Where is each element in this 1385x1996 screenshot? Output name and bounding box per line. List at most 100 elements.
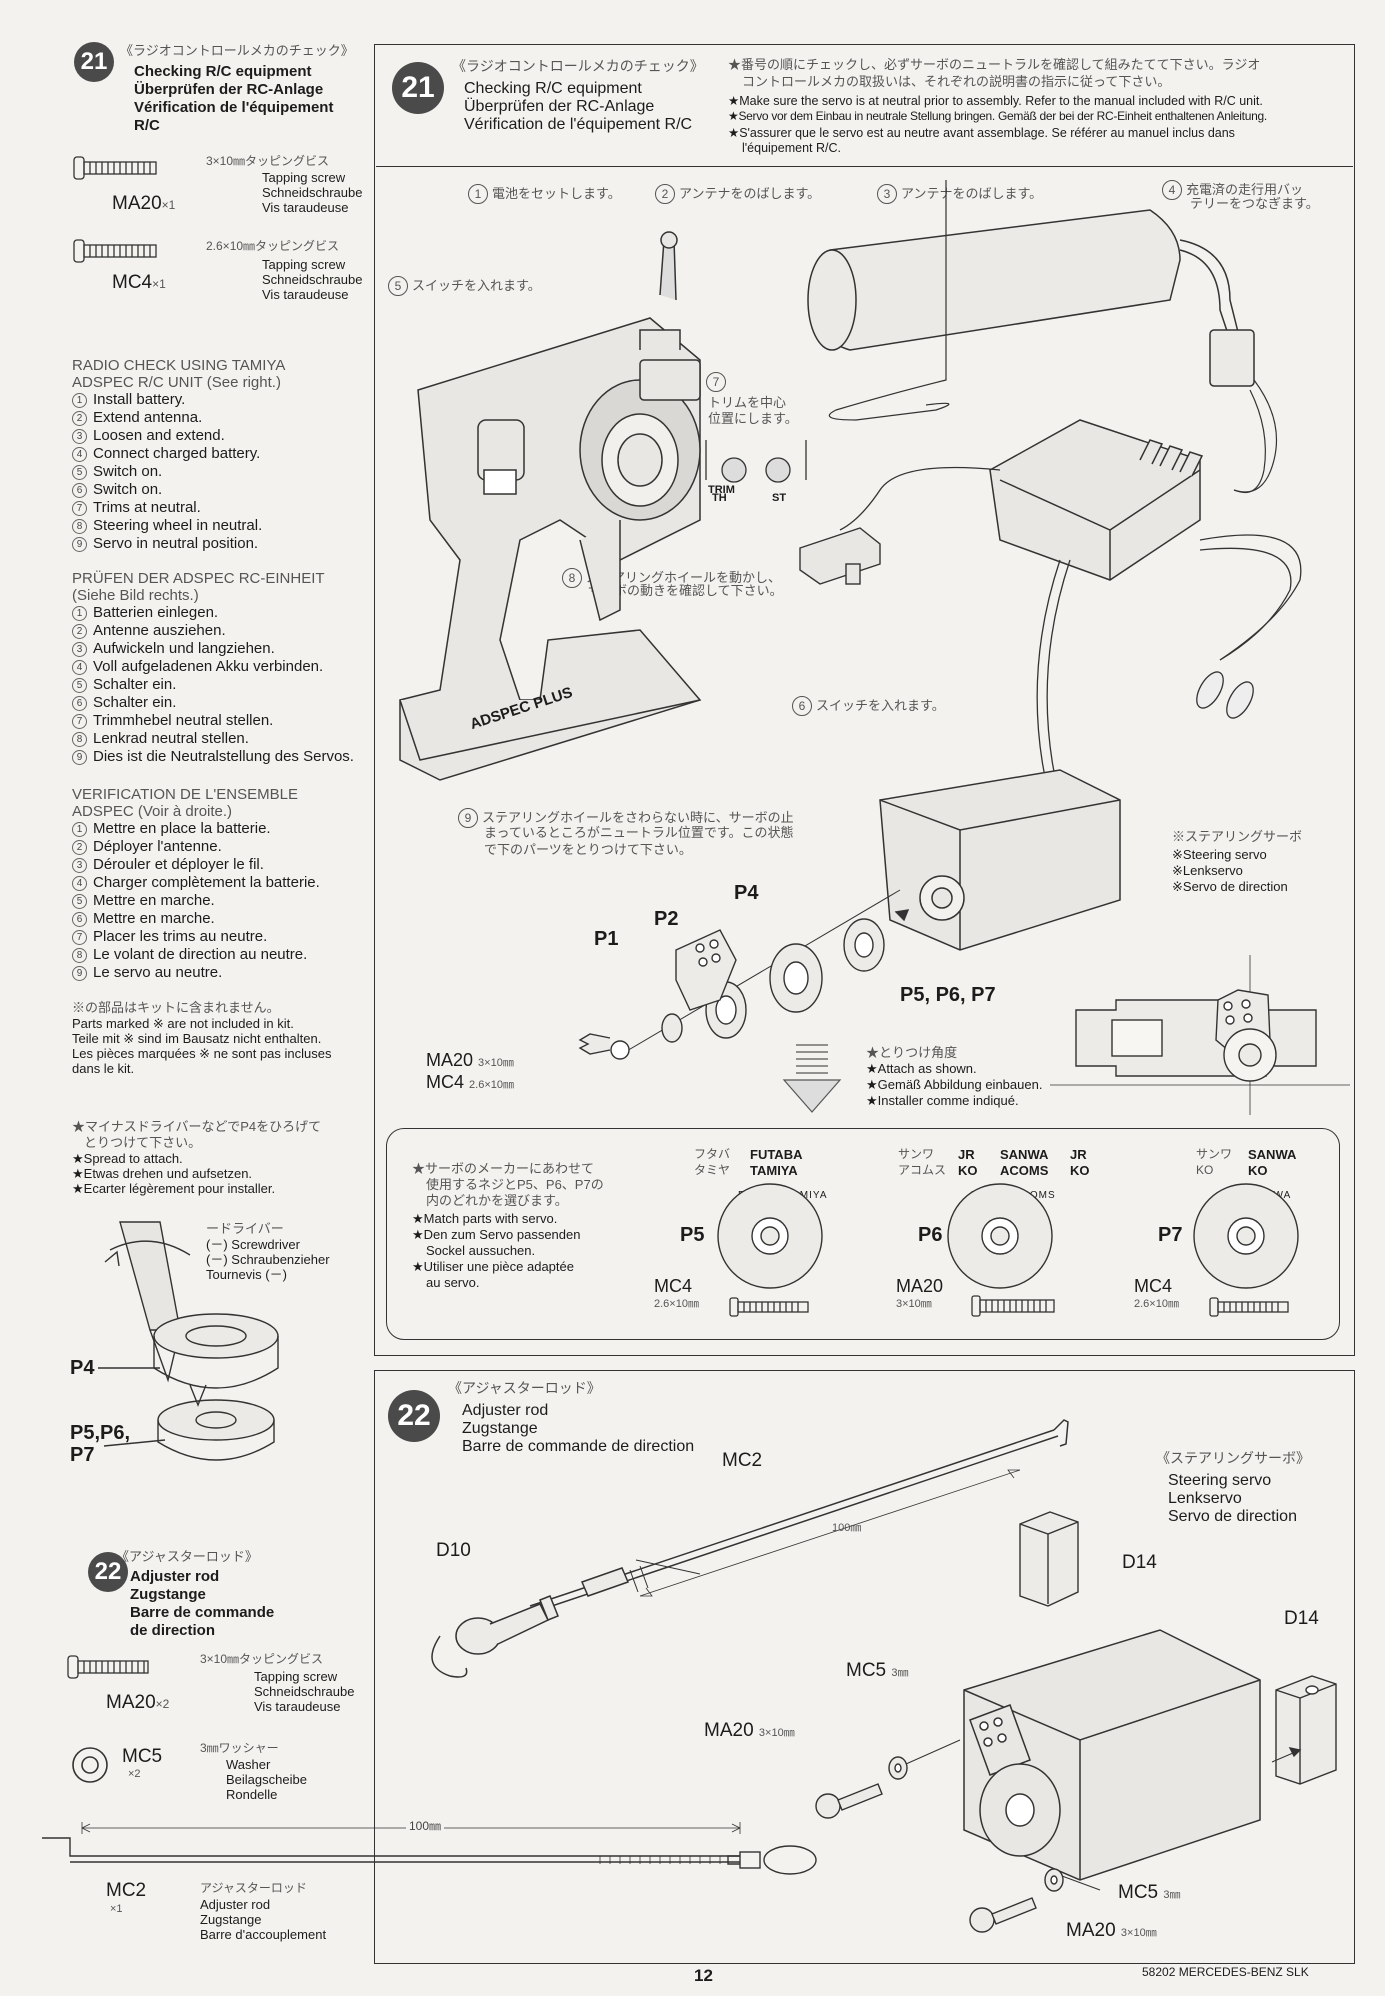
list-text: Servo in neutral position. [93, 535, 259, 552]
step-22-badge: 22 [388, 1390, 440, 1442]
servo-label-en: ※Steering servo [1172, 847, 1267, 862]
match-en: ★Match parts with servo. [412, 1211, 558, 1226]
note-de: ★Servo vor dem Einbau in neutrale Stellu… [728, 109, 1267, 123]
screw-mc4-label: MC4 2.6×10㎜ [426, 1072, 514, 1092]
opt7-screw: MC4 [1134, 1276, 1173, 1296]
part-p567: P5, P6, P7 [900, 984, 996, 1006]
list-text: Aufwickeln und langziehen. [93, 640, 275, 657]
label-p4-left: P4 [70, 1357, 95, 1379]
angle-fr: ★Installer comme indiqué. [866, 1093, 1019, 1108]
opt5-dim: 2.6×10㎜ [654, 1298, 699, 1310]
list-number: 9 [72, 750, 87, 765]
list-text: Charger complètement la batterie. [93, 874, 320, 891]
list-number: 4 [72, 447, 87, 462]
radio-check-section: RADIO CHECK USING TAMIYA ADSPEC R/C UNIT… [72, 357, 285, 553]
list-text: Mettre en marche. [93, 910, 215, 927]
opt7-dim: 2.6×10㎜ [1134, 1298, 1179, 1310]
list-text: Placer les trims au neutre. [93, 928, 268, 945]
list-number: 2 [72, 840, 87, 855]
screw-ma20-label: MA20 3×10㎜ [426, 1050, 514, 1070]
opt5-part: P5 [680, 1224, 705, 1246]
list-number: 7 [72, 930, 87, 945]
note-fr1: ★S'assurer que le servo est au neutre av… [728, 126, 1235, 140]
screw2-jp: 2.6×10㎜タッピングビス [206, 239, 340, 253]
servo-label-de: ※Lenkservo [1172, 863, 1243, 878]
s22-mc5a-label: MC5 3㎜ [846, 1660, 909, 1681]
step-21-de-left: Überprüfen der RC-Anlage [134, 81, 324, 98]
opt6-jp1: サンワ [898, 1147, 935, 1161]
note-jp2: コントロールメカの取扱いは、それぞれの説明書の指示に従って下さい。 [742, 74, 1171, 89]
list-number: 9 [72, 966, 87, 981]
opt7-jp1: サンワ [1196, 1147, 1233, 1161]
list-text: Dies ist die Neutralstellung des Servos. [93, 748, 354, 765]
opt6-dim: 3×10㎜ [896, 1298, 932, 1310]
list-number: 3 [72, 858, 87, 873]
list-number: 7 [72, 714, 87, 729]
step-21-jp-left: 《ラジオコントロールメカのチェック》 [120, 43, 354, 58]
screw3-jp: 3×10㎜タッピングビス [200, 1652, 324, 1666]
step-21-panel [374, 44, 1355, 1356]
callout-7b: 位置にします。 [708, 411, 798, 426]
list-text: Le volant de direction au neutre. [93, 946, 308, 963]
rod-dim-left: 100㎜ [406, 1819, 445, 1834]
screw2-de: Schneidschraube [262, 272, 363, 287]
label-p567-left-b: P7 [70, 1444, 95, 1466]
list-text: Switch on. [93, 481, 163, 498]
step-21-fr2-left: R/C [134, 117, 160, 134]
list-number: 8 [72, 732, 87, 747]
washer-de: Beilagscheibe [226, 1772, 307, 1787]
list-text: Voll aufgeladenen Akku verbinden. [93, 658, 324, 675]
washer-mc5-icon [72, 1747, 108, 1783]
list-text: Connect charged battery. [93, 445, 261, 462]
trim-label: TRIM [708, 484, 735, 496]
not-incl-en: Parts marked ※ are not included in kit. [72, 1016, 294, 1031]
angle-en: ★Attach as shown. [866, 1061, 977, 1076]
match-de1: ★Den zum Servo passenden [412, 1227, 581, 1242]
radio-check-title2: ADSPEC R/C UNIT (See right.) [72, 374, 281, 391]
opt6-ring-text: SANWA ACOMS [970, 1190, 1056, 1201]
opt5-jp1: フタバ [694, 1147, 731, 1161]
washer-fr: Rondelle [226, 1787, 278, 1802]
rod-fr: Barre d'accouplement [200, 1927, 327, 1942]
s22-dim: 100㎜ [832, 1522, 862, 1534]
list-text: Switch on. [93, 463, 163, 480]
s22-mc2-label: MC2 [722, 1450, 763, 1471]
verif-title2: ADSPEC (Voir à droite.) [72, 803, 233, 820]
pruefen-section: PRÜFEN DER ADSPEC RC-EINHEIT (Siehe Bild… [72, 570, 354, 766]
s22-ma20b-label: MA20 3×10㎜ [1066, 1920, 1157, 1941]
step-21-jp: 《ラジオコントロールメカのチェック》 [452, 58, 704, 74]
list-number: 6 [72, 483, 87, 498]
list-item: 7 Placer les trims au neutre. [72, 928, 320, 946]
list-number: 1 [72, 822, 87, 837]
washer-jp: 3㎜ワッシャー [200, 1741, 279, 1755]
part-p1: P1 [594, 928, 619, 950]
s22-ma20a-label: MA20 3×10㎜ [704, 1720, 795, 1741]
opt7-en1: SANWA [1248, 1147, 1297, 1162]
washer-code: MC5 [122, 1746, 163, 1767]
list-number: 4 [72, 660, 87, 675]
note-jp1: ★番号の順にチェックし、必ずサーボのニュートラルを確認して組みたてて下さい。ラジ… [728, 57, 1261, 72]
page-number: 12 [694, 1966, 713, 1985]
step-22-fr1-left: Barre de commande [130, 1604, 275, 1621]
opt6-en1: SANWA [1000, 1147, 1049, 1162]
callout-9c: で下のパーツをとりつけて下さい。 [484, 842, 692, 857]
step-22-panel [374, 1370, 1355, 1964]
